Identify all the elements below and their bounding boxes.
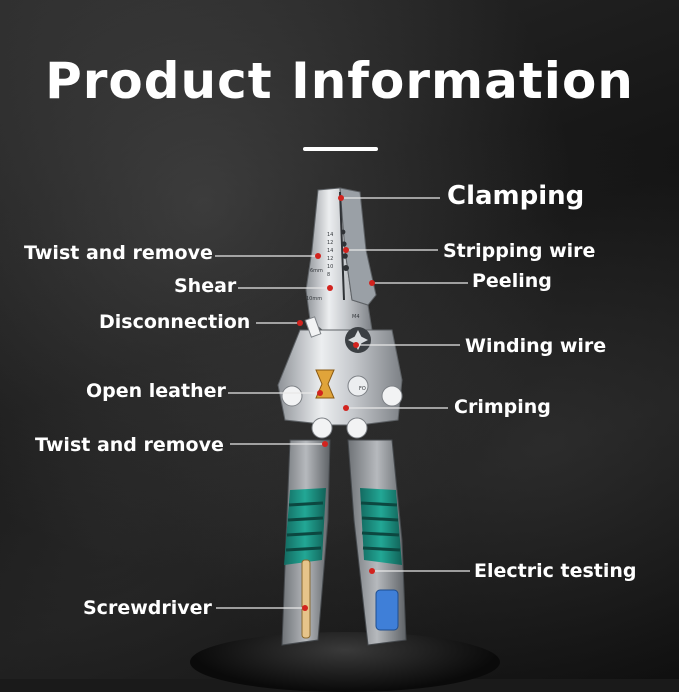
right-handle: [347, 439, 407, 646]
label-shear: Shear: [174, 275, 237, 297]
label-peeling: Peeling: [472, 270, 552, 292]
gauge-text: 12: [327, 240, 333, 246]
label-electric-testing: Electric testing: [474, 560, 637, 582]
label-screwdriver: Screwdriver: [83, 597, 212, 619]
crimp-marking: FO: [359, 386, 366, 392]
plier-body: FO: [277, 316, 403, 439]
title-underline: [303, 147, 378, 151]
callout-lines: [215, 197, 470, 609]
gauge-markings: 14 12 14 12 10 8 6mm 10mm M4: [306, 232, 360, 320]
gauge-text: 12: [327, 256, 333, 262]
gauge-text: 14: [327, 232, 333, 238]
left-handle: [281, 439, 331, 646]
thread-marking: M4: [352, 314, 360, 320]
label-crimping: Crimping: [454, 396, 551, 418]
gauge-text: 10: [327, 264, 333, 270]
size-marking: 6mm: [310, 268, 323, 274]
label-open-leather: Open leather: [86, 380, 226, 402]
label-disconnection: Disconnection: [99, 311, 251, 333]
size-marking: 10mm: [306, 296, 322, 302]
label-twist-and-remove-top: Twist and remove: [24, 242, 213, 264]
label-stripping-wire: Stripping wire: [443, 240, 596, 262]
gauge-text: 14: [327, 248, 333, 254]
label-winding-wire: Winding wire: [465, 335, 607, 357]
page-title: Product Information: [45, 52, 634, 110]
label-twist-and-remove-bottom: Twist and remove: [35, 434, 224, 456]
gauge-text: 8: [327, 272, 330, 278]
label-clamping: Clamping: [447, 181, 585, 211]
callout-dots: [297, 195, 375, 611]
electric-tester-window: [375, 589, 399, 631]
screwdriver-bit: [301, 559, 311, 639]
plier-jaws: 14 12 14 12 10 8 6mm 10mm M4: [305, 187, 377, 341]
